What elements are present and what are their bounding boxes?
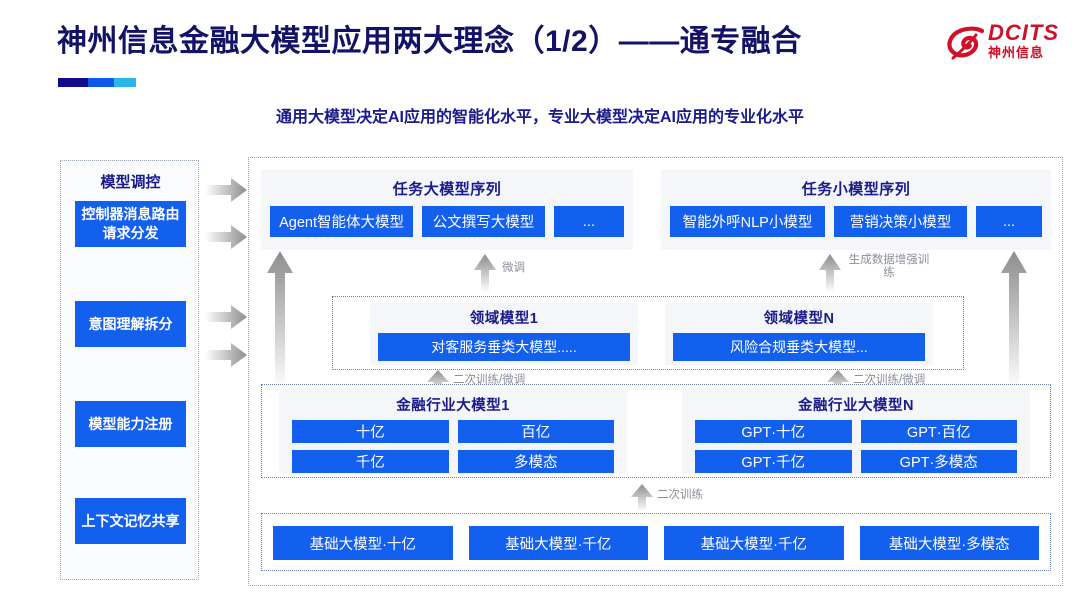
industry-model-group: 金融行业大模型1 十亿 百亿 千亿 多模态 金融行业大模型N GPT·十亿 GP… [261, 384, 1051, 478]
base-model-group: 基础大模型·十亿 基础大模型·千亿 基础大模型·千亿 基础大模型·多模态 [261, 513, 1051, 571]
chip-document-model[interactable]: 公文撰写大模型 [422, 206, 545, 237]
industry-model-n-panel: 金融行业大模型N GPT·十亿 GPT·百亿 GPT·千亿 GPT·多模态 [682, 390, 1030, 474]
chip-nlp-outbound-model[interactable]: 智能外呼NLP小模型 [670, 206, 825, 237]
domain-model-1-title: 领域模型1 [469, 311, 539, 327]
chip-more-big[interactable]: ... [553, 206, 625, 237]
connector-arrow-up-retrain-base [631, 484, 653, 511]
connector-arrow-up-data-aug [819, 254, 841, 292]
chip-marketing-model[interactable]: 营销决策小模型 [834, 206, 967, 237]
chip-base-1000b-a[interactable]: 基础大模型·千亿 [468, 526, 648, 560]
cell-ind1-100b[interactable]: 百亿 [457, 420, 614, 443]
chip-more-small[interactable]: ... [976, 206, 1042, 237]
sidebar-item-capability-registry[interactable]: 模型能力注册 [75, 401, 186, 447]
architecture-diagram: 微调 生成数据增强训练 二次训练/微调 二次训练/微调 二次训练 任务大模型序列… [248, 157, 1063, 586]
industry-model-n-title: 金融行业大模型N [798, 398, 914, 414]
caption-retrain-finetune-right: 二次训练/微调 [853, 374, 926, 386]
caption-finetune: 微调 [502, 262, 525, 274]
industry-model-1-grid: 十亿 百亿 千亿 多模态 [279, 415, 627, 473]
task-small-model-title: 任务小模型序列 [801, 181, 911, 198]
logo-cn-text: 神州信息 [988, 45, 1045, 60]
page-title: 神州信息金融大模型应用两大理念（1/2）——通专融合 [57, 25, 802, 58]
caption-data-augmentation: 生成数据增强训练 [848, 254, 930, 279]
model-control-sidebar: 模型调控 控制器消息路由请求分发 意图理解拆分 模型能力注册 上下文记忆共享 [60, 160, 199, 580]
connector-arrow-right-1 [205, 178, 247, 202]
industry-model-n-grid: GPT·十亿 GPT·百亿 GPT·千亿 GPT·多模态 [682, 415, 1030, 473]
chip-base-1000b-b[interactable]: 基础大模型·千亿 [664, 526, 844, 560]
cell-ind1-multimodal[interactable]: 多模态 [457, 450, 614, 473]
task-big-model-panel: 任务大模型序列 Agent智能体大模型 公文撰写大模型 ... [261, 170, 633, 250]
base-model-row: 基础大模型·十亿 基础大模型·千亿 基础大模型·千亿 基础大模型·多模态 [262, 514, 1050, 560]
task-big-model-chip-row: Agent智能体大模型 公文撰写大模型 ... [261, 199, 633, 246]
accent-segment-1 [58, 78, 88, 87]
caption-retrain-finetune-left: 二次训练/微调 [453, 374, 526, 386]
connector-arrow-up-right-long [1001, 251, 1027, 390]
industry-model-1-panel: 金融行业大模型1 十亿 百亿 千亿 多模态 [279, 390, 627, 474]
chip-base-multimodal[interactable]: 基础大模型·多模态 [859, 526, 1039, 560]
domain-model-n-panel: 领域模型N 风险合规垂类大模型... [665, 303, 933, 365]
connector-arrow-up-retrain-left [427, 370, 449, 394]
task-big-model-title: 任务大模型序列 [392, 181, 502, 198]
domain-model-group: 领域模型1 对客服务垂类大模型..... 领域模型N 风险合规垂类大模型... [332, 296, 964, 370]
sidebar-title: 模型调控 [100, 174, 161, 191]
slide-subtitle: 通用大模型决定AI应用的智能化水平，专业大模型决定AI应用的专业化水平 [275, 109, 804, 126]
sidebar-item-context-memory[interactable]: 上下文记忆共享 [75, 498, 186, 544]
cell-indn-gpt-multimodal[interactable]: GPT·多模态 [860, 450, 1017, 473]
task-small-model-panel: 任务小模型序列 智能外呼NLP小模型 营销决策小模型 ... [661, 170, 1051, 250]
connector-arrow-up-finetune [474, 254, 496, 292]
connector-arrow-right-4 [205, 343, 247, 367]
domain-model-1-panel: 领域模型1 对客服务垂类大模型..... [370, 303, 638, 365]
connector-arrow-right-2 [205, 225, 247, 249]
industry-model-1-title: 金融行业大模型1 [396, 398, 510, 414]
task-small-model-chip-row: 智能外呼NLP小模型 营销决策小模型 ... [661, 199, 1051, 246]
connector-arrow-right-3 [205, 305, 247, 329]
sidebar-item-controller-routing[interactable]: 控制器消息路由请求分发 [75, 201, 186, 247]
company-logo: DCITS 神州信息 [946, 20, 1066, 72]
domain-model-n-title: 领域模型N [763, 311, 835, 327]
cell-ind1-10b[interactable]: 十亿 [292, 420, 449, 443]
cell-indn-gpt-1000b[interactable]: GPT·千亿 [695, 450, 852, 473]
accent-segment-3 [114, 78, 136, 87]
caption-retrain-base: 二次训练 [657, 489, 703, 501]
title-accent-bar [58, 78, 136, 87]
chip-agent-model[interactable]: Agent智能体大模型 [270, 206, 414, 237]
accent-segment-2 [88, 78, 114, 87]
chip-risk-compliance-model[interactable]: 风险合规垂类大模型... [673, 333, 925, 361]
connector-arrow-up-retrain-right [827, 370, 849, 394]
swirl-logo-icon [947, 26, 985, 60]
slide-header: 神州信息金融大模型应用两大理念（1/2）——通专融合 DCITS 神州信息 通用… [0, 0, 1080, 127]
cell-indn-gpt-10b[interactable]: GPT·十亿 [695, 420, 852, 443]
chip-base-10b[interactable]: 基础大模型·十亿 [273, 526, 453, 560]
chip-customer-service-model[interactable]: 对客服务垂类大模型..... [378, 333, 630, 361]
sidebar-item-intent-parsing[interactable]: 意图理解拆分 [75, 301, 186, 347]
cell-ind1-1000b[interactable]: 千亿 [292, 450, 449, 473]
connector-arrow-up-left-long [267, 251, 293, 390]
logo-en-text: DCITS [988, 20, 1059, 45]
cell-indn-gpt-100b[interactable]: GPT·百亿 [860, 420, 1017, 443]
